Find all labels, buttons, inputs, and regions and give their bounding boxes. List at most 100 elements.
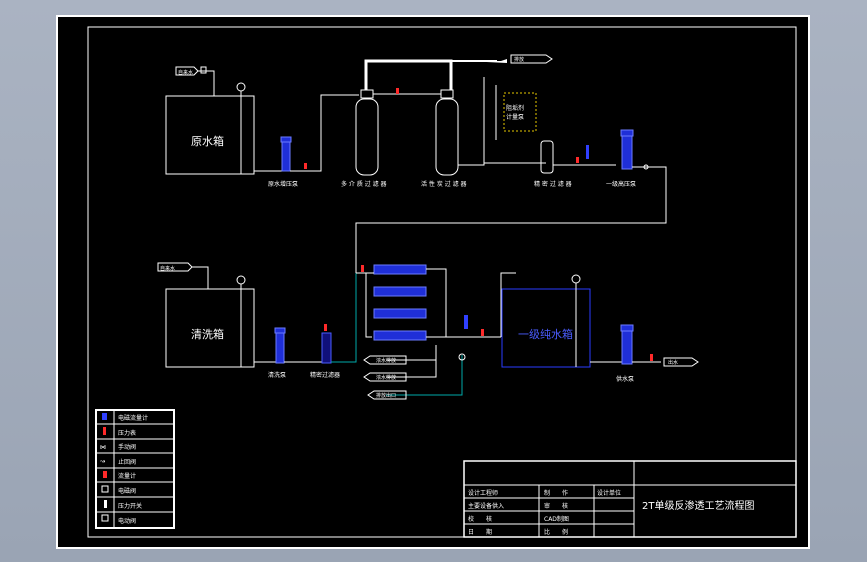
- rotameter-legend-icon: [103, 471, 107, 478]
- pressure-gauge-icon-4: [324, 324, 327, 331]
- ro-membrane-1: [373, 264, 427, 275]
- title-block-frame: [463, 460, 797, 538]
- level-float-icon-3: [571, 274, 581, 284]
- pressure-gauge-icon-5: [361, 265, 364, 272]
- feed-pipe: [290, 94, 359, 172]
- conc-label-2: 浓水排放: [376, 374, 396, 381]
- flowmeter-legend-icon: [102, 413, 107, 420]
- inner-frame: [87, 26, 797, 538]
- ro-pump-motor: [620, 129, 634, 137]
- raw-pump-label: 原水增压泵: [268, 180, 298, 188]
- security-filter-label: 精 密 过 滤 器: [534, 180, 572, 188]
- supply-pump-icon: [621, 327, 633, 365]
- cip-return-pipe: [386, 355, 463, 396]
- tap-water-label: 自来水: [178, 69, 193, 76]
- outer-frame: [56, 15, 810, 549]
- level-float-icon-2: [236, 275, 246, 285]
- dosing-pipe: [483, 77, 546, 164]
- carbon-filter-tank: [435, 98, 459, 176]
- raw-pump-icon: [281, 138, 291, 172]
- manual-valve-legend-icon: ⋈: [100, 444, 106, 451]
- drain-arrow-icon-2: [367, 390, 407, 400]
- raw-tank-label: 原水箱: [191, 134, 224, 148]
- supply-pump-motor: [620, 324, 634, 332]
- legend-label-3: 止回阀: [118, 458, 136, 466]
- legend-label-0: 电磁流量计: [118, 414, 148, 422]
- legend-frame: [95, 409, 175, 529]
- clean-pump-motor: [274, 327, 286, 334]
- sand-filter-tank: [355, 98, 379, 176]
- check-valve-legend-icon: ↝: [100, 458, 105, 465]
- cip-pipe: [331, 273, 357, 363]
- drawing-title: 2T单级反渗透工艺流程图: [642, 499, 754, 512]
- multiport-valve-icon: [360, 89, 374, 99]
- ro-membrane-4: [373, 330, 427, 341]
- pressure-gauge-icon: [304, 163, 307, 169]
- valve-icon: [643, 164, 649, 170]
- drawing-canvas: 原水箱 自来水 原水增压泵 排放 多 介 质 过 滤 器 活 性 炭 过 滤 器…: [56, 15, 810, 549]
- backwash-arrow-icon: [466, 59, 507, 63]
- tap-water-arrow-icon-2: [157, 262, 193, 272]
- outlet-label: 出水: [668, 359, 678, 366]
- ro-membrane-3: [373, 308, 427, 319]
- tb-r3c1: 校 核: [468, 515, 492, 523]
- pressure-gauge-icon-7: [650, 354, 653, 361]
- pressure-switch-legend-icon: [104, 500, 107, 508]
- process-flow-diagram: 原水箱 自来水 原水增压泵 排放 多 介 质 过 滤 器 活 性 炭 过 滤 器…: [56, 15, 810, 549]
- multiport-valve-icon-2: [440, 89, 454, 99]
- conc-arrow-icon-1: [363, 355, 407, 365]
- pressure-gauge-icon-6: [481, 329, 484, 336]
- ro-pump-label: 一级高压泵: [606, 180, 636, 188]
- pressure-gauge-legend-icon: [103, 427, 106, 435]
- pressure-gauge-icon-2: [396, 88, 399, 94]
- outlet-arrow-icon: [663, 357, 699, 367]
- membrane-outlet-pipes: [426, 268, 447, 338]
- discharge-label: 排放: [514, 56, 524, 63]
- solenoid-valve-icon: [200, 66, 207, 74]
- carbon-out-pipe: [458, 162, 485, 166]
- primary-water-tank: [501, 288, 591, 368]
- title-block: 设计工程师 主要设备供入 校 核 日 期 制 作 设计单位 审 核 CAD制图 …: [463, 460, 797, 538]
- legend-label-1: 压力表: [118, 429, 136, 437]
- dosing-label-2: 计量泵: [506, 113, 524, 121]
- legend: ⋈ ↝ 电磁流量计 压力表 手动阀 止回阀 流量计 电磁阀 压力开关 电动阀: [95, 409, 175, 529]
- backwash-header: [364, 59, 453, 90]
- tap-water-arrow-icon: [175, 66, 199, 76]
- legend-label-4: 流量计: [118, 472, 136, 480]
- cartridge-filter: [321, 332, 332, 364]
- legend-label-6: 压力开关: [118, 502, 142, 510]
- tap-water-label-2: 自来水: [160, 265, 175, 272]
- tb-r1c1: 设计工程师: [468, 489, 498, 497]
- ro-membrane-2: [373, 286, 427, 297]
- dosing-tank: [503, 92, 537, 132]
- tb-r1c2: 制 作: [544, 489, 568, 497]
- tap-water-pipe: [198, 70, 215, 96]
- solenoid-legend-icon: [101, 485, 109, 493]
- drain-label: 排放出口: [376, 392, 396, 399]
- tb-r3c2: CAD制图: [544, 515, 569, 523]
- clean-pump-icon: [275, 330, 285, 364]
- tb-r2c1: 主要设备供入: [468, 502, 504, 510]
- conc-label-1: 浓水排放: [376, 357, 396, 364]
- to-product-tank-pipe: [500, 272, 516, 337]
- sand-filter-label: 多 介 质 过 滤 器: [341, 180, 387, 188]
- ro-pump-icon: [621, 132, 633, 170]
- carbon-filter-label: 活 性 炭 过 滤 器: [421, 180, 467, 188]
- level-float-icon: [236, 82, 246, 92]
- clean-tank: [165, 288, 255, 368]
- security-filter: [540, 140, 554, 174]
- precise-filter-label: 精密过滤器: [310, 371, 340, 379]
- pressure-gauge-icon-3: [576, 157, 579, 163]
- conc-arrow-icon-2: [363, 372, 407, 382]
- tap-water-pipe-2: [192, 266, 209, 289]
- legend-label-5: 电磁阀: [118, 487, 136, 495]
- tb-r4c1: 日 期: [468, 528, 492, 536]
- raw-pump-motor: [280, 136, 292, 143]
- supply-pump-label: 供水泵: [616, 375, 634, 383]
- hp-pipe: [355, 166, 667, 273]
- raw-water-tank: [165, 95, 255, 175]
- tb-r4c2: 比 例: [544, 528, 568, 536]
- electric-valve-legend-icon: [101, 514, 109, 522]
- ro-membrane-array: [373, 264, 427, 341]
- primary-tank-label: 一级纯水箱: [518, 327, 573, 341]
